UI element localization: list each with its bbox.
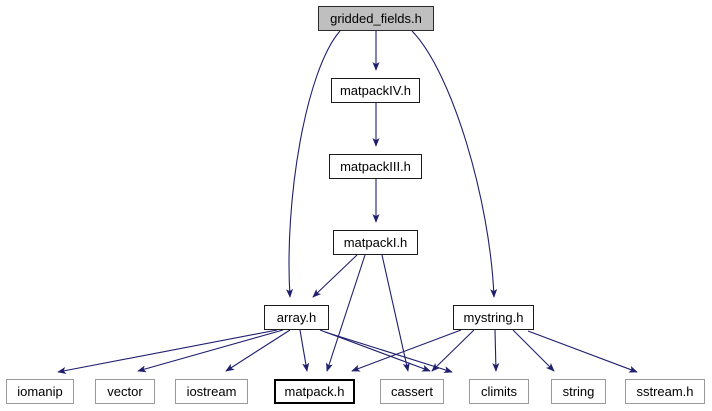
graph-node-matpackIII[interactable]: matpackIII.h — [329, 154, 422, 179]
graph-edge — [299, 329, 310, 372]
graph-node-label: sstream.h — [636, 384, 694, 399]
graph-node-cassert[interactable]: cassert — [380, 379, 444, 404]
graph-node-label: climits — [480, 384, 518, 399]
graph-edge — [319, 329, 431, 372]
graph-node-label: mystring.h — [463, 310, 524, 325]
graph-edge — [137, 329, 284, 373]
graph-node-gridded_fields[interactable]: gridded_fields.h — [318, 6, 434, 31]
graph-node-matpack[interactable]: matpack.h — [274, 379, 355, 404]
graph-node-label: matpackIV.h — [339, 83, 412, 98]
graph-node-matpackIV[interactable]: matpackIV.h — [331, 78, 420, 103]
graph-node-label: matpackIII.h — [340, 159, 411, 174]
graph-node-label: iomanip — [17, 384, 63, 399]
graph-edge — [324, 331, 453, 373]
graph-node-label: matpack.h — [284, 384, 345, 399]
graph-edge — [381, 254, 410, 372]
graph-node-iostream[interactable]: iostream — [175, 379, 248, 404]
graph-node-mystring[interactable]: mystring.h — [453, 305, 534, 330]
graph-node-string[interactable]: string — [551, 379, 606, 404]
graph-edge — [527, 330, 638, 373]
graph-node-label: gridded_fields.h — [330, 11, 422, 26]
graph-node-label: vector — [107, 384, 143, 399]
graph-node-label: matpackI.h — [343, 235, 408, 250]
graph-edge — [512, 329, 555, 372]
graph-edge — [326, 254, 366, 372]
graph-node-climits[interactable]: climits — [469, 379, 529, 404]
graph-node-label: array.h — [276, 310, 317, 325]
graph-edge — [57, 329, 278, 374]
graph-edge — [411, 30, 498, 298]
graph-node-matpackI[interactable]: matpackI.h — [333, 230, 418, 255]
graph-edge — [431, 329, 475, 372]
graph-edge — [225, 329, 291, 372]
graph-edge — [351, 329, 462, 372]
graph-node-array[interactable]: array.h — [264, 305, 329, 330]
graph-edge — [312, 254, 358, 298]
graph-node-iomanip[interactable]: iomanip — [6, 379, 74, 404]
graph-node-sstream[interactable]: sstream.h — [625, 379, 705, 404]
graph-node-label: string — [562, 384, 595, 399]
graph-edge — [492, 329, 500, 372]
graph-node-label: cassert — [391, 384, 433, 399]
graph-node-label: iostream — [186, 384, 237, 399]
graph-node-vector[interactable]: vector — [95, 379, 155, 404]
